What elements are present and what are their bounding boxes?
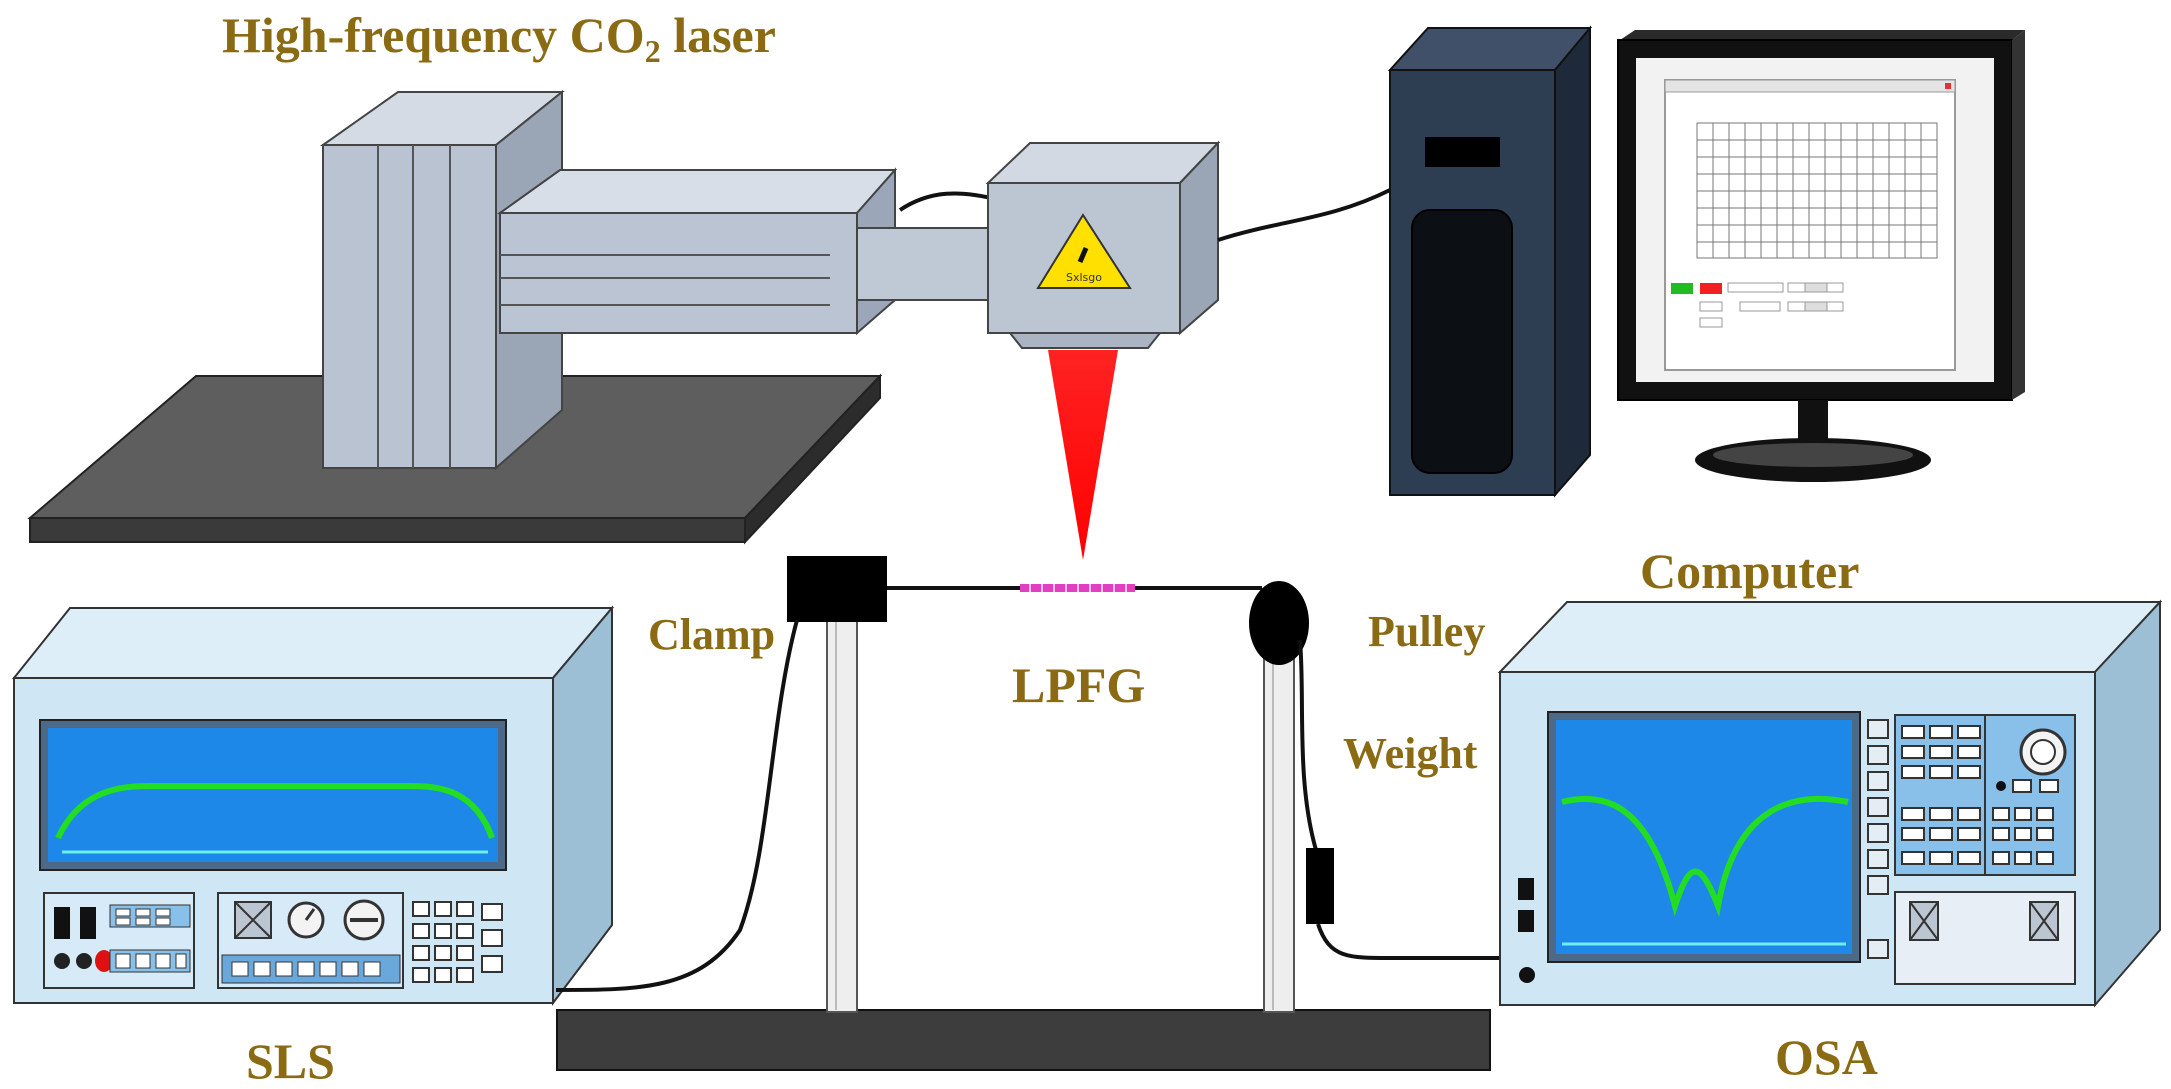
laser-main-box-front (322, 144, 497, 469)
osa-spectrum-trace (1561, 795, 1849, 918)
pulley-post (1263, 639, 1295, 1013)
dial-icon (287, 901, 325, 939)
laser-head-top (985, 142, 1221, 184)
laser-base-plate-front (29, 517, 746, 543)
clamp-post (826, 609, 858, 1013)
sls-screen (48, 728, 498, 862)
clamp-label: Clamp (648, 610, 776, 659)
osa-device (1497, 599, 2163, 1008)
stage-base (556, 1009, 1491, 1071)
monitor-red-button (1700, 283, 1722, 294)
knob-icon (343, 899, 385, 941)
sls-top (11, 607, 615, 679)
sls-label: SLS (246, 1033, 335, 1089)
pulley (1249, 581, 1309, 665)
osa-knob-icon (1996, 728, 2067, 791)
laser-arm-top (496, 169, 898, 214)
co2-laser: Sxlsgo (27, 89, 1221, 560)
laser-label: High-frequency CO2 laser (222, 7, 776, 67)
sls-power-button (95, 950, 113, 972)
laser-label-text: High-frequency CO (222, 7, 645, 63)
lpfg-label: LPFG (1012, 657, 1146, 713)
laser-label-subscript: 2 (644, 33, 661, 69)
weight (1306, 848, 1334, 924)
monitor-green-button (1671, 283, 1693, 294)
fiber-test-stage (555, 556, 1500, 1071)
computer-label: Computer (1640, 543, 1860, 599)
computer (1387, 25, 2025, 498)
computer-drive-slot (1425, 137, 1500, 167)
laser-beam (1048, 350, 1118, 560)
laser-base-plate-side (744, 373, 881, 545)
sls-spectrum-trace (55, 783, 495, 840)
weight-label: Weight (1343, 729, 1478, 778)
clamp (787, 556, 887, 622)
laser-arm-front (499, 212, 858, 334)
laser-label-suffix: laser (660, 7, 776, 63)
osa-top (1497, 601, 2163, 673)
laser-head-logo: Sxlsgo (1066, 271, 1102, 284)
osa-screen (1556, 720, 1852, 954)
laser-warning-icon: Sxlsgo (1036, 213, 1132, 289)
fiber-to-sls (555, 619, 799, 992)
osa-label: OSA (1775, 1029, 1878, 1085)
laser-connector (856, 227, 998, 301)
fiber-to-osa (1316, 923, 1500, 961)
sls-device (11, 605, 615, 1006)
pulley-label: Pulley (1368, 607, 1486, 656)
monitor-plot-grid (1696, 122, 1938, 259)
computer-tower-panel (1411, 209, 1513, 474)
laser-to-computer-cable (1217, 188, 1391, 242)
